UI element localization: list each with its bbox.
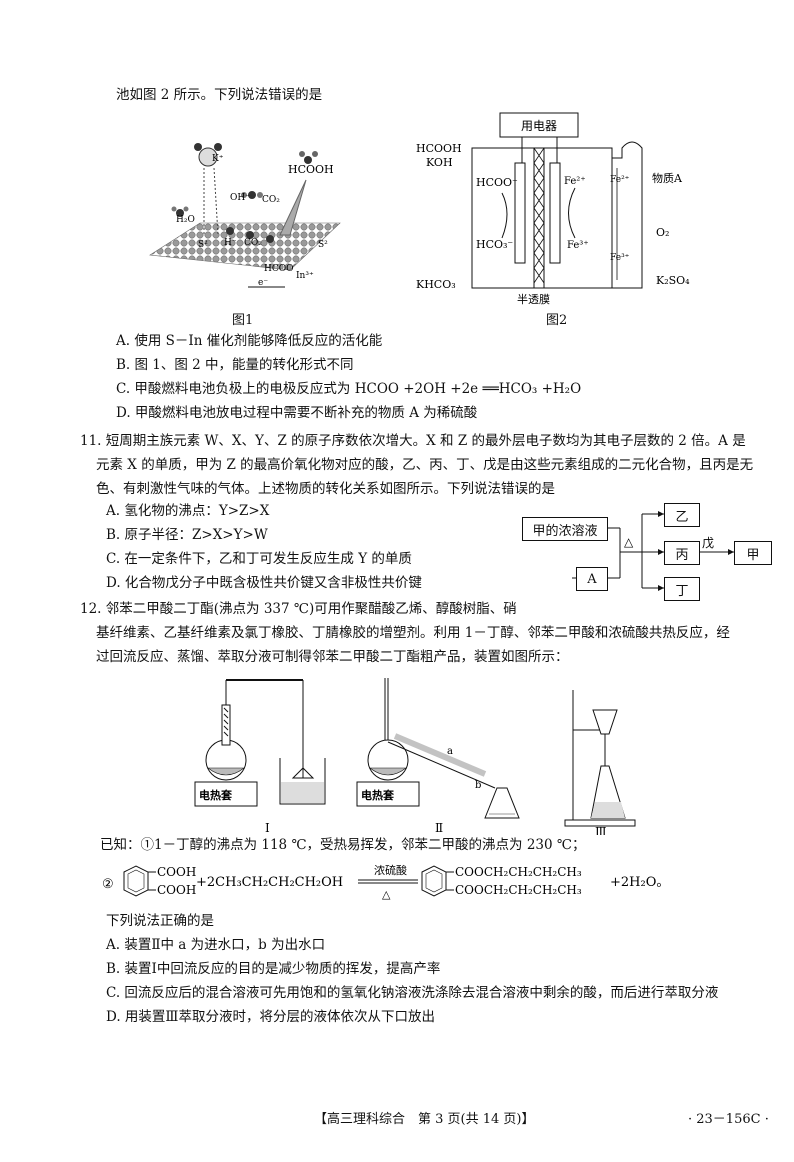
q12-known: 已知：①1－丁醇的沸点为 118 ℃，受热易挥发，邻苯二甲酸的沸点为 230 ℃… xyxy=(100,837,586,853)
outlet-b-label: b xyxy=(475,780,481,791)
q11-line-2: 元素 X 的单质，甲为 Z 的最高价氧化物对应的酸，乙、丙、丁、戊是由这些元素组… xyxy=(96,457,754,473)
membrane-label: 半透膜 xyxy=(517,292,550,306)
q12-option-d: D. 用装置Ⅲ萃取分液时，将分层的液体依次从下口放出 xyxy=(106,1009,435,1025)
cooh-1: COOH xyxy=(157,865,196,879)
jia-box: 甲 xyxy=(734,541,772,565)
q12-option-c: C. 回流反应后的混合溶液可先用饱和的氢氧化钠溶液洗涤除去混合溶液中剩余的酸，而… xyxy=(106,985,719,1001)
o2-label: O₂ xyxy=(656,226,669,239)
q10-option-c: C. 甲酸燃料电池负极上的电极反应式为 HCOO +2OH +2e ══HCO₃… xyxy=(116,381,582,397)
q10-option-a: A. 使用 S－In 催化剂能够降低反应的活化能 xyxy=(116,333,383,349)
q11-option-c: C. 在一定条件下，乙和丁可发生反应生成 Y 的单质 xyxy=(106,551,412,567)
ester-1: COOCH₂CH₂CH₂CH₃ xyxy=(455,865,582,879)
heater-2-label: 电热套 xyxy=(361,788,395,802)
device-label: 用电器 xyxy=(521,119,557,133)
wu-label: 戊 xyxy=(702,536,714,550)
q10-option-d: D. 甲酸燃料电池放电过程中需要不断补充的物质 A 为稀硫酸 xyxy=(116,405,478,421)
jia-solution-box: 甲的浓溶液 xyxy=(522,517,608,541)
figure-1-catalyst: K⁺ HCOOH OH⁻ CO₂ H₂O S² H⁻ CO₂ S² HCOO I… xyxy=(149,143,341,288)
heater-1-label: 电热套 xyxy=(199,788,233,802)
hcooh-label-2: HCOOH xyxy=(416,142,462,155)
q11-line-3: 色、有刺激性气味的气体。上述物质的转化关系如图所示。下列说法错误的是 xyxy=(96,481,555,497)
q12-equation: ② COOH COOH +2CH₃CH₂CH₂CH₂OH 浓硫酸 △ COOCH… xyxy=(102,863,669,901)
electron-label: e⁻ xyxy=(258,278,268,288)
fe2-label-b: Fe²⁺ xyxy=(610,175,630,185)
page-footer: 【高三理科综合 第 3 页(共 14 页)】 xyxy=(314,1112,535,1127)
q11-option-b: B. 原子半径：Z>X>Y>W xyxy=(106,527,268,543)
s-label-2: S² xyxy=(318,240,328,250)
cooh-2: COOH xyxy=(157,883,196,897)
ester-2: COOCH₂CH₂CH₂CH₃ xyxy=(455,883,582,897)
q11-option-a: A. 氢化物的沸点：Y>Z>X xyxy=(106,503,270,519)
a-box: A xyxy=(576,567,608,591)
in-label: In³⁺ xyxy=(296,271,314,281)
q10-intro: 池如图 2 所示。下列说法错误的是 xyxy=(116,87,323,103)
eq-heat: △ xyxy=(382,888,391,901)
hco3-label: HCO₃⁻ xyxy=(476,238,513,251)
figure-2-fuel-cell: 用电器 HCOOH KOH HCOO⁻ HCO₃⁻ KHCO₃ Fe²⁺ Fe³… xyxy=(416,112,690,306)
koh-label: KOH xyxy=(426,156,453,169)
fe3-label-a: Fe³⁺ xyxy=(567,240,589,251)
co2-label-a: CO₂ xyxy=(262,195,280,205)
hcoo-ion-label: HCOO⁻ xyxy=(476,176,518,189)
apparatus-2-label: Ⅱ xyxy=(435,821,443,835)
khco3-label: KHCO₃ xyxy=(416,278,456,291)
q12-question: 下列说法正确的是 xyxy=(106,913,214,929)
oh-label: OH⁻ xyxy=(230,193,250,203)
apparatus-3-label: Ⅲ xyxy=(595,825,607,835)
q10-option-b: B. 图 1、图 2 中，能量的转化形式不同 xyxy=(116,357,354,373)
q12-line-1: 12. 邻苯二甲酸二丁酯(沸点为 337 ℃)可用作聚醋酸乙烯、醇酸树脂、硝 xyxy=(80,601,517,617)
hcooh-label: HCOOH xyxy=(288,163,334,176)
h-label: H⁻ xyxy=(224,238,237,248)
q12-apparatus: a b Ⅰ Ⅱ Ⅲ 电热套 电热套 xyxy=(194,678,636,835)
fe2-label-a: Fe²⁺ xyxy=(564,176,586,187)
bing-box: 丙 xyxy=(664,541,700,565)
figure-1-caption: 图1 xyxy=(232,313,254,328)
k-ion-label: K⁺ xyxy=(212,154,224,164)
s-label-1: S² xyxy=(198,240,208,250)
k2so4-label: K₂SO₄ xyxy=(656,274,690,287)
figure-2-caption: 图2 xyxy=(546,313,568,328)
q12-option-b: B. 装置Ⅰ中回流反应的目的是减少物质的挥发，提高产率 xyxy=(106,961,441,977)
q12-line-2: 基纤维素、乙基纤维素及氯丁橡胶、丁腈橡胶的增塑剂。利用 1－丁醇、邻苯二甲酸和浓… xyxy=(96,625,730,641)
page-code: · 23－156C · xyxy=(688,1112,769,1127)
apparatus-1-label: Ⅰ xyxy=(265,821,270,835)
eq-number: ② xyxy=(102,877,114,892)
ding-box: 丁 xyxy=(664,577,700,601)
eq-catalyst: 浓硫酸 xyxy=(374,863,407,877)
eq-reactant: +2CH₃CH₂CH₂CH₂OH xyxy=(196,875,343,890)
yi-box: 乙 xyxy=(664,503,700,527)
q12-option-a: A. 装置Ⅱ中 a 为进水口，b 为出水口 xyxy=(106,937,326,953)
q11-option-d: D. 化合物戊分子中既含极性共价键又含非极性共价键 xyxy=(106,575,422,591)
h2o-label: H₂O xyxy=(176,215,195,225)
hcoo-label: HCOO xyxy=(264,264,294,274)
q12-line-3: 过回流反应、蒸馏、萃取分液可制得邻苯二甲酸二丁酯粗产品，装置如图所示： xyxy=(96,649,569,665)
co2-label-b: CO₂ xyxy=(244,238,262,248)
q11-line-1: 11. 短周期主族元素 W、X、Y、Z 的原子序数依次增大。X 和 Z 的最外层… xyxy=(80,433,746,449)
heat-symbol: △ xyxy=(624,535,634,549)
inlet-a-label: a xyxy=(447,746,453,757)
fe3-label-b: Fe³⁺ xyxy=(610,253,630,263)
eq-product: +2H₂O。 xyxy=(610,875,669,890)
substance-a-label: 物质A xyxy=(652,171,683,185)
